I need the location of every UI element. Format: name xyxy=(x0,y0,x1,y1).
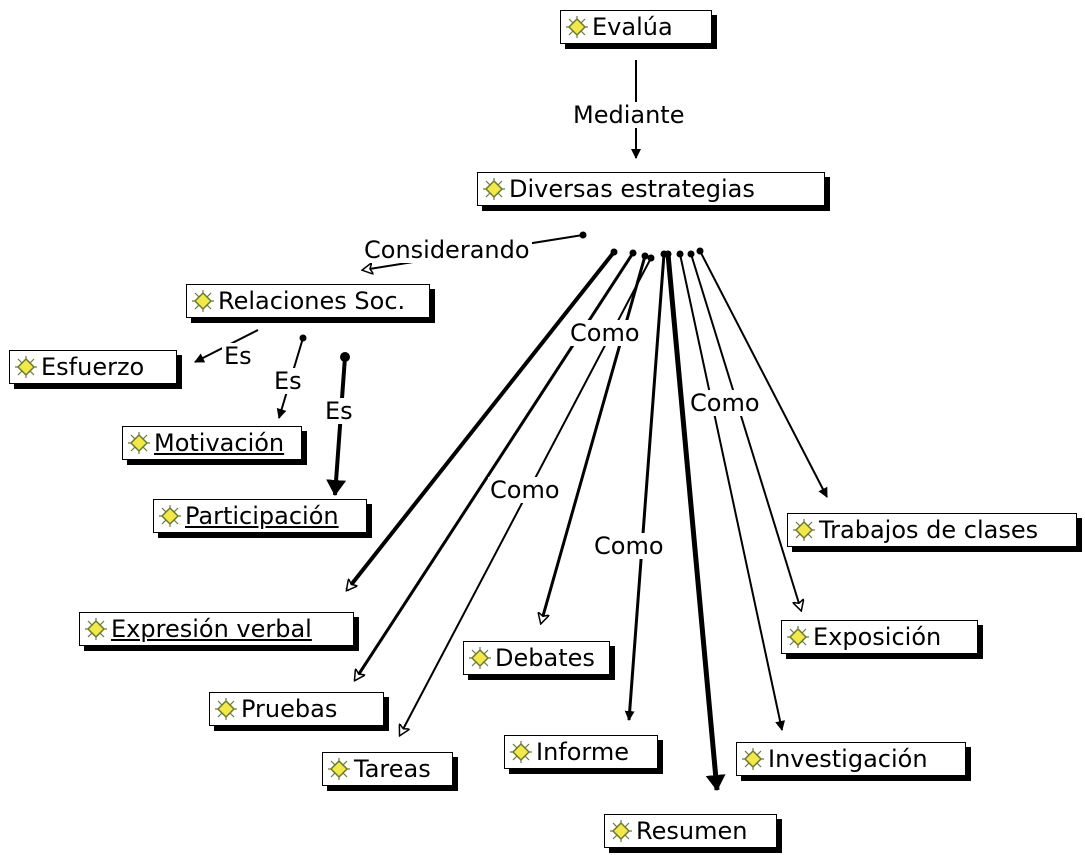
concept-node-relaciones[interactable]: Relaciones Soc. xyxy=(186,284,430,318)
concept-label: Expresión verbal xyxy=(111,615,312,643)
concept-label: Resumen xyxy=(636,817,748,845)
connector-como-expresion xyxy=(347,250,616,590)
concept-diamond-icon xyxy=(128,432,150,454)
connector-como-debates xyxy=(541,255,647,623)
concept-label: Esfuerzo xyxy=(41,353,145,381)
link-label-considerando: Considerando xyxy=(362,236,532,264)
concept-diamond-icon xyxy=(159,505,181,527)
connector-como-informe xyxy=(624,253,666,721)
concept-diamond-icon xyxy=(85,618,107,640)
link-label-es-participacion: Es xyxy=(323,397,355,425)
concept-node-pruebas[interactable]: Pruebas xyxy=(209,692,384,726)
concept-diamond-icon xyxy=(610,820,632,842)
concept-node-diversas-estrategias[interactable]: Diversas estrategias xyxy=(477,172,825,206)
concept-label: Debates xyxy=(495,644,595,672)
link-label-como-3: Como xyxy=(488,476,562,504)
concept-node-evalua[interactable]: Evalúa xyxy=(560,10,712,44)
link-label-es-esfuerzo: Es xyxy=(222,342,254,370)
concept-label: Investigación xyxy=(768,745,928,773)
concept-diamond-icon xyxy=(566,16,588,38)
concept-label: Tareas xyxy=(354,755,431,783)
concept-diamond-icon xyxy=(787,626,809,648)
concept-label: Participación xyxy=(185,502,339,530)
concept-node-resumen[interactable]: Resumen xyxy=(604,814,777,848)
concept-diamond-icon xyxy=(742,748,764,770)
concept-diamond-icon xyxy=(483,178,505,200)
concept-node-esfuerzo[interactable]: Esfuerzo xyxy=(9,350,177,384)
link-label-como-1: Como xyxy=(568,319,642,347)
connector-como-investigacion xyxy=(679,253,786,731)
concept-diamond-icon xyxy=(328,758,350,780)
concept-label: Pruebas xyxy=(241,695,338,723)
concept-diamond-icon xyxy=(15,356,37,378)
link-label-es-motivacion: Es xyxy=(272,367,304,395)
concept-diamond-icon xyxy=(469,647,491,669)
concept-node-exposicion[interactable]: Exposición xyxy=(781,620,978,654)
concept-label: Informe xyxy=(536,738,630,766)
concept-diamond-icon xyxy=(192,290,214,312)
concept-node-tareas[interactable]: Tareas xyxy=(322,752,453,786)
connector-es-participacion xyxy=(326,356,347,496)
concept-diamond-icon xyxy=(793,519,815,541)
concept-label: Trabajos de clases xyxy=(819,516,1039,544)
concept-label: Motivación xyxy=(154,429,285,457)
concept-label: Diversas estrategias xyxy=(509,175,755,203)
concept-node-participacion[interactable]: Participación xyxy=(153,499,367,533)
concept-node-trabajos-de-clases[interactable]: Trabajos de clases xyxy=(787,513,1077,547)
concept-node-debates[interactable]: Debates xyxy=(463,641,610,675)
connector-como-exposicion xyxy=(690,253,801,610)
concept-label: Exposición xyxy=(813,623,942,651)
link-label-como-4: Como xyxy=(592,532,666,560)
concept-diamond-icon xyxy=(215,698,237,720)
concept-node-expresion-verbal[interactable]: Expresión verbal xyxy=(79,612,354,646)
link-label-mediante: Mediante xyxy=(571,101,687,129)
concept-node-investigacion[interactable]: Investigación xyxy=(736,742,966,776)
concept-node-motivacion[interactable]: Motivación xyxy=(122,426,302,460)
connector-como-trabajos xyxy=(699,250,828,498)
connector-como-resumen xyxy=(665,253,726,791)
link-label-como-2: Como xyxy=(688,389,762,417)
concept-diamond-icon xyxy=(510,741,532,763)
concept-label: Evalúa xyxy=(592,13,673,41)
concept-label: Relaciones Soc. xyxy=(218,287,406,315)
concept-node-informe[interactable]: Informe xyxy=(504,735,658,769)
